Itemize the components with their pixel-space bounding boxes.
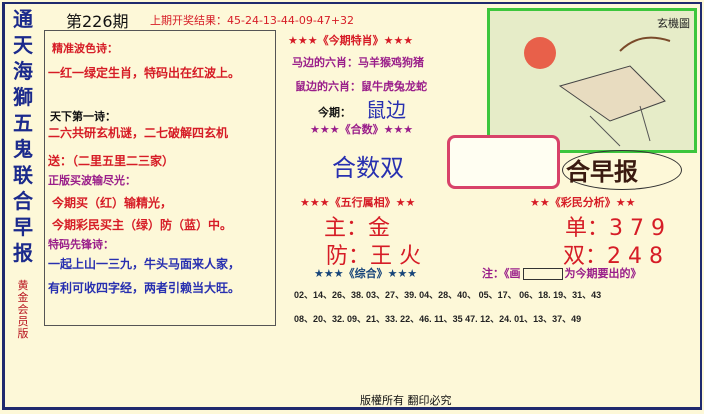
this-issue-value: 鼠边: [366, 98, 406, 122]
combo-header: ★★★《综合》★★★: [314, 267, 418, 280]
side-char: 鬼: [13, 137, 33, 161]
side-title: 通 天 海 獅 五 鬼 联 合 早 报: [10, 6, 36, 266]
note-prefix: 注：《画: [482, 267, 521, 280]
poem3-title: 正版买波输尽光：: [48, 174, 136, 187]
side-char: 合: [13, 189, 33, 213]
side-char: 海: [13, 59, 33, 83]
note-box: [522, 268, 563, 280]
side-char: 联: [13, 163, 33, 187]
wuxing-header: ★★★《五行属相》★★: [300, 196, 416, 209]
heshu-header: ★★★《合数》★★★: [310, 123, 414, 136]
side-char: 五: [13, 111, 33, 135]
poem3-line2: 今期彩民买主（绿）防（蓝）中。: [52, 218, 233, 232]
logo-text: 玄機圖: [657, 17, 690, 30]
note-suffix: 为今期要出的》: [564, 267, 642, 280]
highlight-box: [447, 135, 560, 189]
analysis-even: 双：2 4 8: [563, 244, 663, 269]
wuxing-main: 主：金: [324, 216, 391, 241]
poem3-line1: 今期买（红）输精光，: [52, 196, 173, 210]
banner-ellipse: [562, 150, 682, 190]
numbers-row-1: 02、14、26、38. 03、27、39. 04、28、40、 05、17、 …: [294, 290, 602, 300]
wuxing-guard: 防：王 火: [326, 244, 421, 269]
banner-text: 合早报: [566, 158, 638, 186]
side-char: 报: [13, 241, 33, 265]
side-subtitle: 黄金会员版: [17, 279, 29, 340]
poem2-line2: 送：（二里五里二三家）: [48, 154, 175, 168]
analysis-odd: 单：3 7 9: [565, 216, 665, 241]
last-result: 上期开奖结果：45-24-13-44-09-47+32: [150, 14, 355, 27]
poem2-line1: 二六共研玄机谜，二七破解四玄机: [48, 126, 229, 140]
poem-box: [44, 30, 276, 326]
heshu-value: 合数双: [332, 154, 404, 182]
poem2-title: 天下第一诗：: [50, 110, 116, 123]
poem1-text: 一红一绿定生肖，特码出在红波上。: [48, 66, 241, 80]
poem1-title: 精准波色诗：: [52, 42, 118, 55]
issue-number: 第226期: [66, 12, 129, 31]
combo-note: 注：《画 为今期要出的》: [482, 265, 642, 281]
puzzle-picture: 玄機圖: [487, 8, 697, 153]
poem4-title: 特码先锋诗：: [48, 238, 114, 251]
side-char: 通: [13, 7, 33, 31]
numbers-row-2: 08、20、32. 09、21、33. 22、46. 11、35 47. 12、…: [294, 314, 582, 324]
rat-side: 鼠边的六肖：鼠牛虎兔龙蛇: [295, 80, 427, 93]
picture-illustration: [524, 36, 671, 147]
analysis-header: ★★《彩民分析》★★: [530, 196, 636, 209]
side-char: 獅: [13, 85, 33, 109]
this-issue-label: 今期：: [318, 106, 351, 119]
poem4-line1: 一起上山一三九，牛头马面来人家，: [48, 257, 241, 271]
copyright-footer: 版權所有 翻印必究: [360, 394, 452, 407]
poem4-line2: 有利可收四字经，两者引赖当大旺。: [48, 281, 241, 295]
side-char: 早: [13, 215, 33, 239]
horse-side: 马边的六肖：马羊猴鸡狗猪: [292, 56, 424, 69]
page-frame: [2, 2, 702, 410]
side-char: 天: [13, 33, 33, 57]
special-header: ★★★《今期特肖》★★★: [288, 34, 414, 47]
